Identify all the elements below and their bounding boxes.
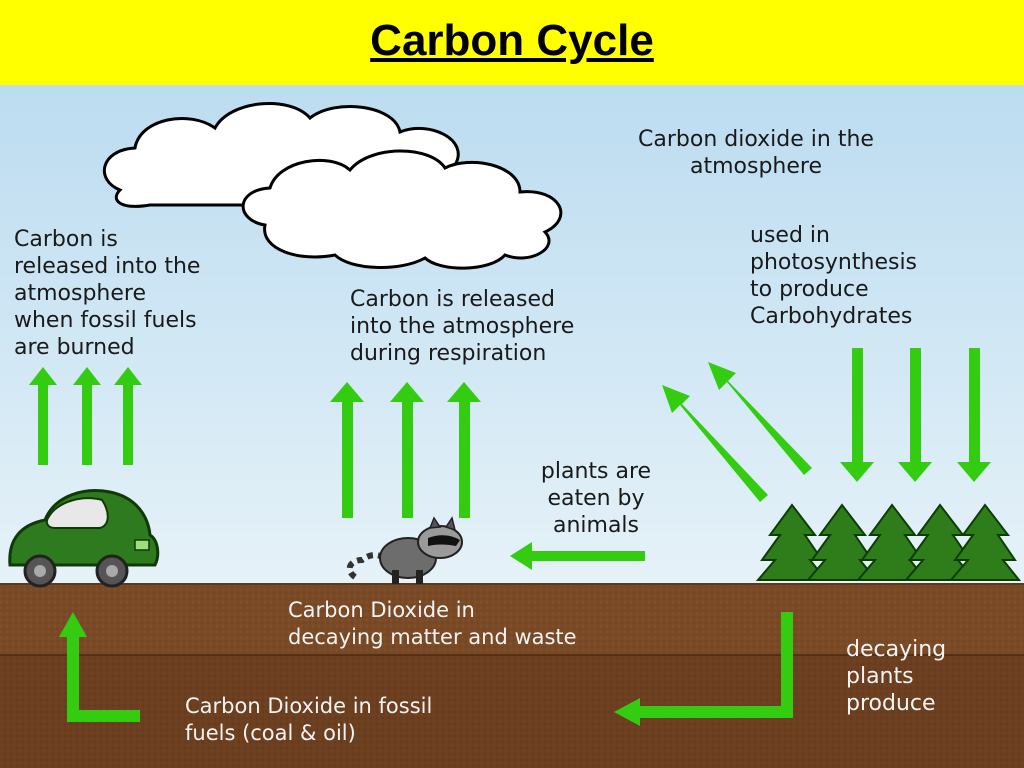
arrow-fossil-to-car bbox=[67, 635, 140, 722]
trees-icon bbox=[755, 503, 1022, 581]
diagram-scene bbox=[0, 85, 1024, 768]
raccoon-icon bbox=[346, 516, 463, 584]
label-respiration: Carbon is released into the atmosphere d… bbox=[350, 287, 575, 366]
page-title: Carbon Cycle bbox=[370, 16, 654, 65]
label-fossil-fuels: Carbon Dioxide in fossil fuels (coal & o… bbox=[185, 694, 433, 745]
label-photosynthesis: used in photosynthesis to produce Carboh… bbox=[750, 223, 918, 329]
arrows-fossil-up bbox=[29, 367, 142, 465]
arrows-trees-diagonal bbox=[662, 362, 812, 502]
label-decaying-plants: decaying plants produce bbox=[846, 637, 947, 716]
arrow-decay-to-fossil-head bbox=[614, 698, 640, 726]
arrows-respiration-up bbox=[330, 382, 481, 518]
car-icon bbox=[8, 489, 160, 588]
label-fossil-burned: Carbon is released into the atmosphere w… bbox=[14, 227, 201, 360]
arrow-eaten-left bbox=[510, 542, 645, 570]
label-decaying-matter: Carbon Dioxide in decaying matter and wa… bbox=[288, 598, 577, 649]
arrow-decay-to-fossil bbox=[640, 612, 793, 718]
cloud-icon bbox=[102, 101, 563, 270]
soil-upper bbox=[0, 583, 1024, 655]
soil-lower bbox=[0, 655, 1024, 768]
label-atmosphere: Carbon dioxide in the atmosphere bbox=[638, 127, 874, 179]
arrows-photosynthesis-down bbox=[840, 348, 991, 482]
diagram-canvas bbox=[0, 85, 1024, 768]
label-plants-eaten: plants are eaten by animals bbox=[540, 459, 652, 538]
arrow-fossil-to-car-head bbox=[59, 612, 87, 637]
title-bar bbox=[0, 0, 1024, 85]
